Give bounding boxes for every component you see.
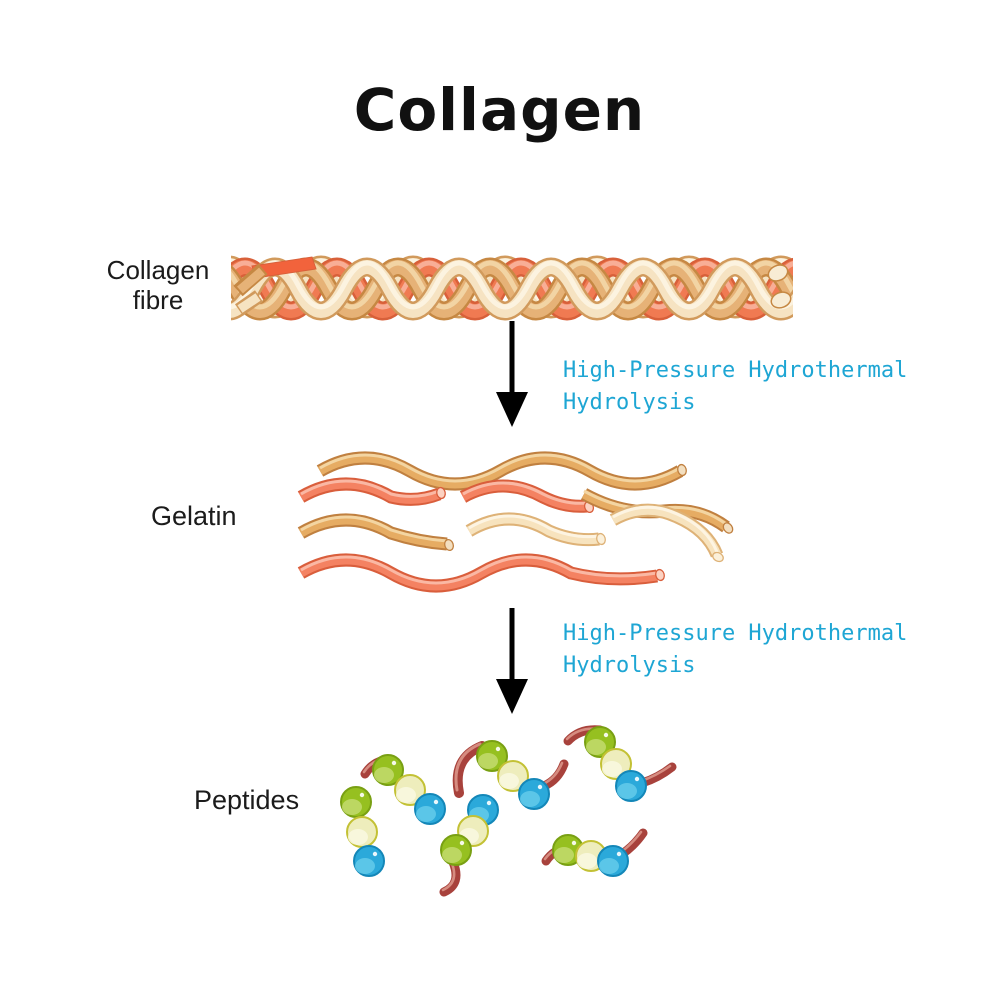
peptide-bead — [518, 778, 550, 810]
peptide-clusters-illustration — [340, 725, 677, 897]
rope-loose-ends — [233, 256, 317, 316]
peptide-bead — [394, 774, 426, 806]
gelatin-label: Gelatin — [151, 501, 237, 531]
peptide-bead — [497, 760, 529, 792]
gelatin-strand — [297, 553, 665, 593]
peptide-bead — [476, 740, 508, 772]
collagen-fibre-illustration — [231, 255, 793, 321]
gelatin-strand — [316, 451, 687, 491]
hydrolysis-step1-label: High-Pressure Hydrothermal Hydrolysis — [563, 355, 907, 419]
arrow-down-icon — [496, 321, 528, 427]
peptide-bead — [414, 793, 446, 825]
gelatin-strand — [297, 513, 454, 552]
gelatin-strand — [465, 512, 606, 547]
hydrolysis-step2-label: High-Pressure Hydrothermal Hydrolysis — [563, 618, 907, 682]
peptides-label: Peptides — [194, 785, 300, 815]
peptide-bead — [340, 786, 372, 818]
hydrolysis-step1-line2: Hydrolysis — [563, 390, 696, 415]
peptide-bead — [615, 770, 647, 802]
gelatin-strand — [609, 503, 724, 563]
peptide-bead — [372, 754, 404, 786]
hydrolysis-step1-line1: High-Pressure Hydrothermal — [563, 358, 908, 383]
page-title: Collagen — [353, 76, 646, 144]
gelatin-strand — [297, 477, 446, 506]
peptide-bead — [346, 816, 378, 848]
gelatin-strands-illustration — [297, 451, 734, 593]
peptide-bead — [597, 845, 629, 877]
rope-end-caps — [767, 264, 792, 309]
peptide-bead — [353, 845, 385, 877]
gelatin-strand — [459, 479, 595, 514]
hydrolysis-step2-line1: High-Pressure Hydrothermal — [563, 621, 908, 646]
collagen-fibre-label: Collagen fibre — [75, 255, 241, 315]
collagen-fibre-label-line2: fibre — [132, 285, 184, 315]
collagen-fibre-label-line1: Collagen — [106, 255, 210, 285]
arrow-down-icon — [496, 608, 528, 714]
peptide-bead — [440, 834, 472, 866]
peptide-bead — [600, 748, 632, 780]
hydrolysis-step2-line2: Hydrolysis — [563, 653, 696, 678]
peptide-bead — [584, 726, 616, 758]
